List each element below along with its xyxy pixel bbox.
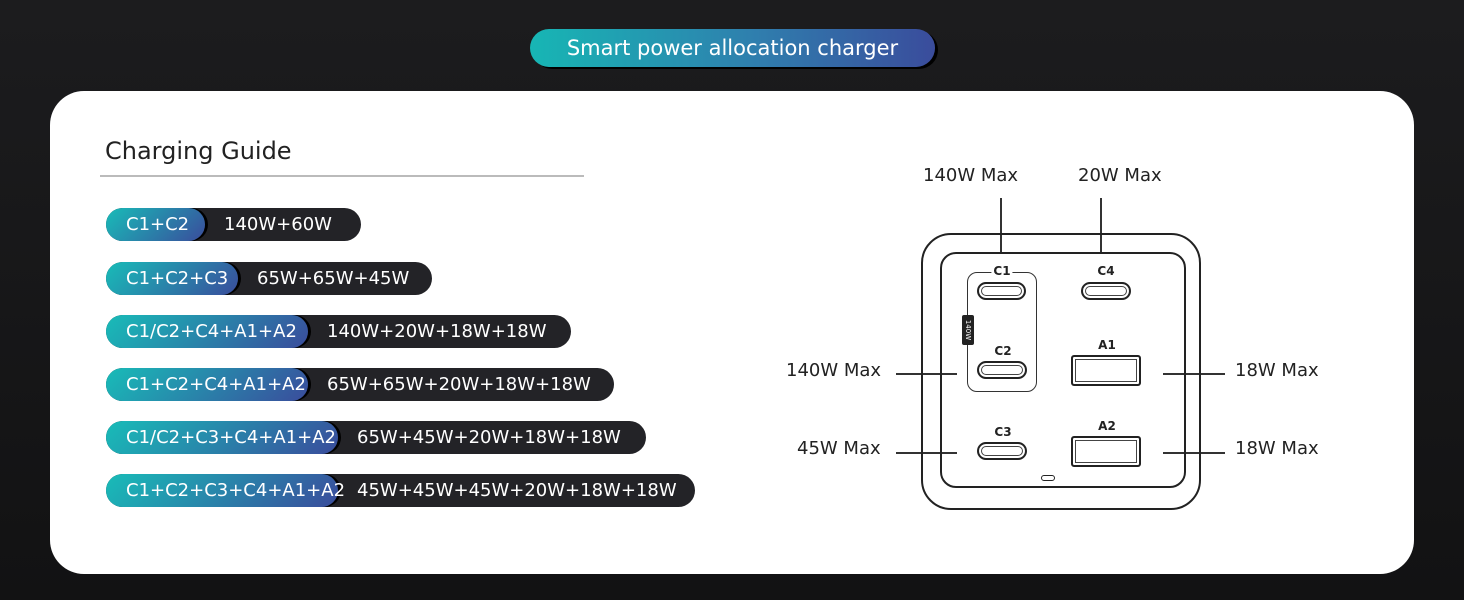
label-c3-max: 45W Max <box>797 438 881 459</box>
leader-line <box>1163 452 1225 454</box>
label-c4-max: 20W Max <box>1078 165 1162 186</box>
guide-row: C1/C2+C4+A1+A2 140W+20W+18W+18W <box>106 315 571 348</box>
port-label-a2: A2 <box>1098 419 1116 433</box>
ports-pill: C1+C2 <box>106 208 205 241</box>
guide-row: C1/C2+C3+C4+A1+A2 65W+45W+20W+18W+18W <box>106 421 646 454</box>
usb-a-port-a2 <box>1071 436 1141 467</box>
ports-pill: C1+C2+C3 <box>106 262 238 295</box>
charger-outline <box>921 233 1201 510</box>
port-label-c4: C4 <box>1097 264 1115 278</box>
title-badge: Smart power allocation charger <box>530 29 935 67</box>
port-label-a1: A1 <box>1098 338 1116 352</box>
ports-pill: C1+C2+C4+A1+A2 <box>106 368 308 401</box>
port-label-c2: C2 <box>994 344 1012 358</box>
usb-a-port-a1 <box>1071 355 1141 386</box>
power-value: 140W+20W+18W+18W <box>327 321 547 342</box>
divider <box>100 175 584 177</box>
guide-title: Charging Guide <box>105 137 292 165</box>
power-value: 140W+60W <box>224 214 332 235</box>
power-value: 45W+45W+45W+20W+18W+18W <box>357 480 677 501</box>
guide-row: C1+C2+C3 65W+65W+45W <box>106 262 432 295</box>
group-tag-text: 140W <box>964 319 973 341</box>
label-c2-max: 140W Max <box>786 360 882 381</box>
guide-row: C1+C2 140W+60W <box>106 208 361 241</box>
guide-row: C1+C2+C3+C4+A1+A2 45W+45W+45W+20W+18W+18W <box>106 474 695 507</box>
usb-c-port-c1 <box>977 282 1026 300</box>
leader-line <box>896 452 957 454</box>
leader-line <box>896 373 957 375</box>
guide-row: C1+C2+C4+A1+A2 65W+65W+20W+18W+18W <box>106 368 614 401</box>
leader-line <box>1163 373 1225 375</box>
ports-pill: C1/C2+C3+C4+A1+A2 <box>106 421 338 454</box>
usb-c-port-c4 <box>1081 282 1131 300</box>
port-label-c1: C1 <box>991 264 1013 278</box>
power-value: 65W+65W+45W <box>257 268 410 289</box>
usb-c-port-c3 <box>977 442 1027 460</box>
usb-c-port-c2 <box>977 361 1027 379</box>
power-value: 65W+45W+20W+18W+18W <box>357 427 621 448</box>
port-label-c3: C3 <box>994 425 1012 439</box>
ports-pill: C1+C2+C3+C4+A1+A2 <box>106 474 345 507</box>
group-tag: 140W <box>962 315 974 345</box>
label-a1-max: 18W Max <box>1235 360 1319 381</box>
charger-face <box>940 252 1186 488</box>
ports-pill: C1/C2+C4+A1+A2 <box>106 315 308 348</box>
label-c1-max: 140W Max <box>923 165 1019 186</box>
power-value: 65W+65W+20W+18W+18W <box>327 374 591 395</box>
led-indicator-icon <box>1041 475 1055 481</box>
leader-line <box>1000 198 1002 254</box>
label-a2-max: 18W Max <box>1235 438 1319 459</box>
leader-line <box>1100 198 1102 254</box>
